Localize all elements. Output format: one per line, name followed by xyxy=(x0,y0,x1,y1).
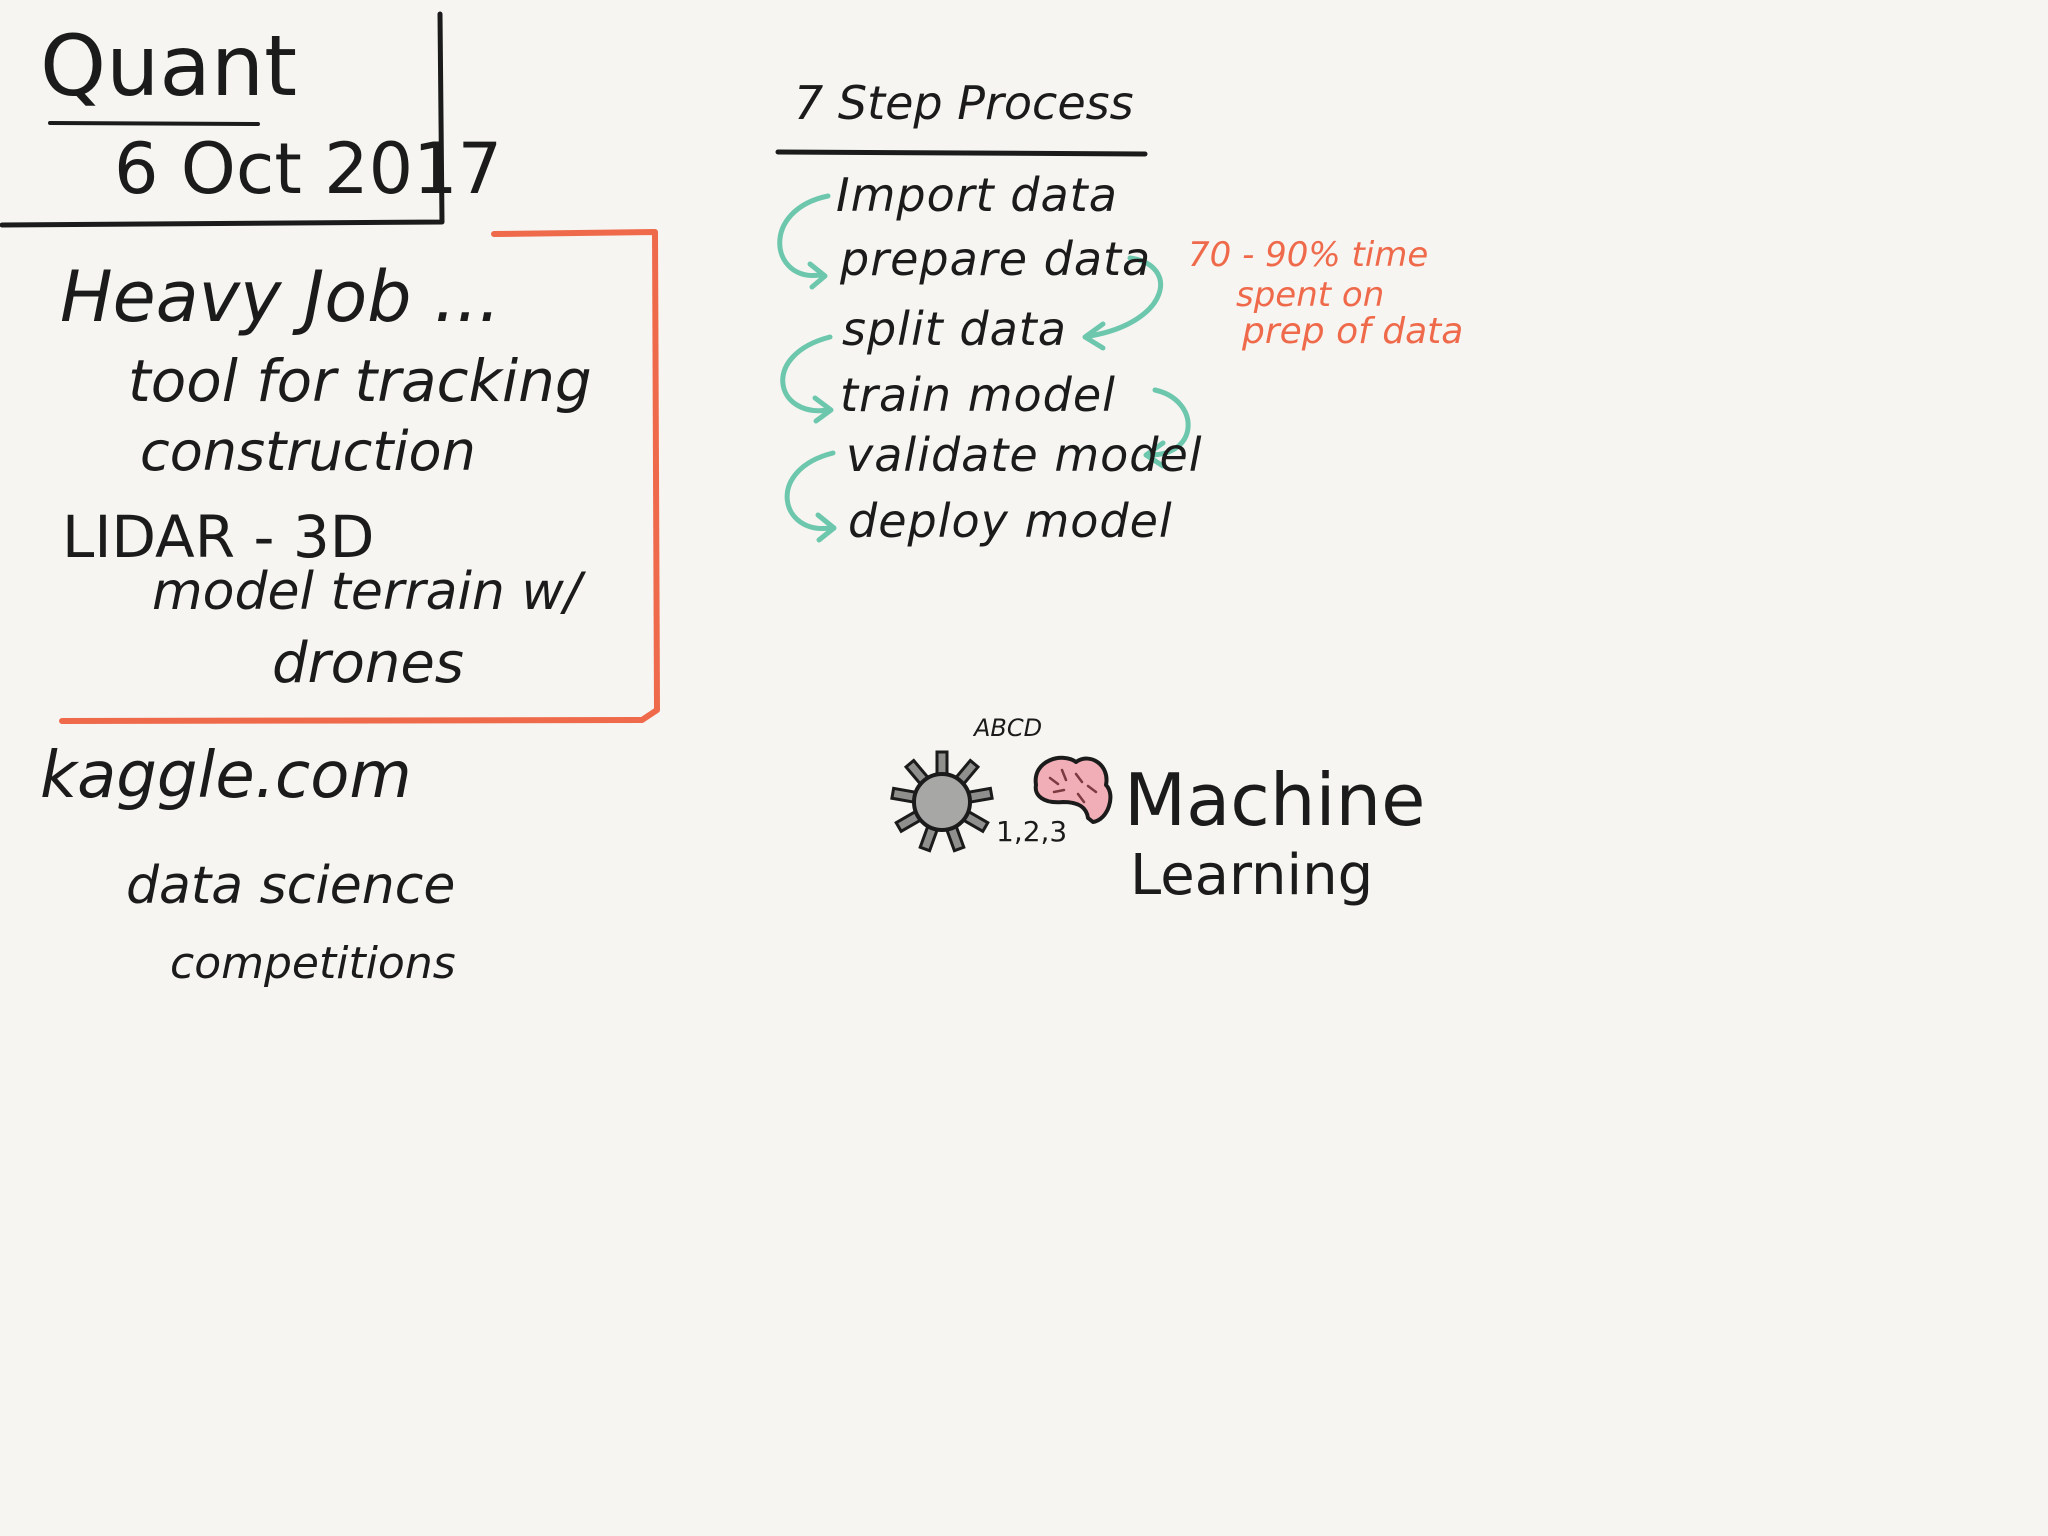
ml-abcd-label: ABCD xyxy=(974,714,1043,742)
lidar-line1: model terrain w/ xyxy=(152,562,582,622)
ml-title-line2: Learning xyxy=(1130,843,1374,908)
process-step-6: deploy model xyxy=(848,494,1173,548)
heavy-job-frame xyxy=(59,229,660,724)
heavy-job-heading: Heavy Job ... xyxy=(60,256,501,338)
process-underline xyxy=(775,149,1148,157)
process-step-4: train model xyxy=(840,368,1116,422)
process-step-5: validate model xyxy=(846,428,1203,482)
prep-time-note-line1: 70 - 90% time xyxy=(1188,235,1429,275)
lidar-heading: LIDAR - 3D xyxy=(62,503,375,571)
process-title: 7 Step Process xyxy=(794,76,1134,130)
gear-icon xyxy=(890,750,994,853)
title-box xyxy=(0,11,445,228)
kaggle-line1: data science xyxy=(126,856,456,916)
kaggle-site: kaggle.com xyxy=(40,739,412,813)
process-step-2: prepare data xyxy=(840,232,1152,286)
brain-icon xyxy=(1033,755,1113,824)
prep-time-note-line3: prep of data xyxy=(1242,311,1464,352)
ml-numbers-label: 1,2,3 xyxy=(996,815,1068,848)
process-step-1: Import data xyxy=(836,168,1118,222)
page-date: 6 Oct 2017 xyxy=(114,128,503,210)
process-step-3: split data xyxy=(842,302,1067,356)
heavy-job-line2: construction xyxy=(140,420,476,483)
heavy-job-line1: tool for tracking xyxy=(128,347,592,415)
kaggle-line2: competitions xyxy=(170,938,456,989)
lidar-line2: drones xyxy=(272,631,464,696)
ml-title-line1: Machine xyxy=(1124,758,1426,842)
page-title: Quant xyxy=(40,17,298,115)
flow-arrows-right xyxy=(1082,255,1191,469)
flow-arrows-left xyxy=(777,193,837,543)
prep-time-note-line2: spent on xyxy=(1236,275,1385,315)
